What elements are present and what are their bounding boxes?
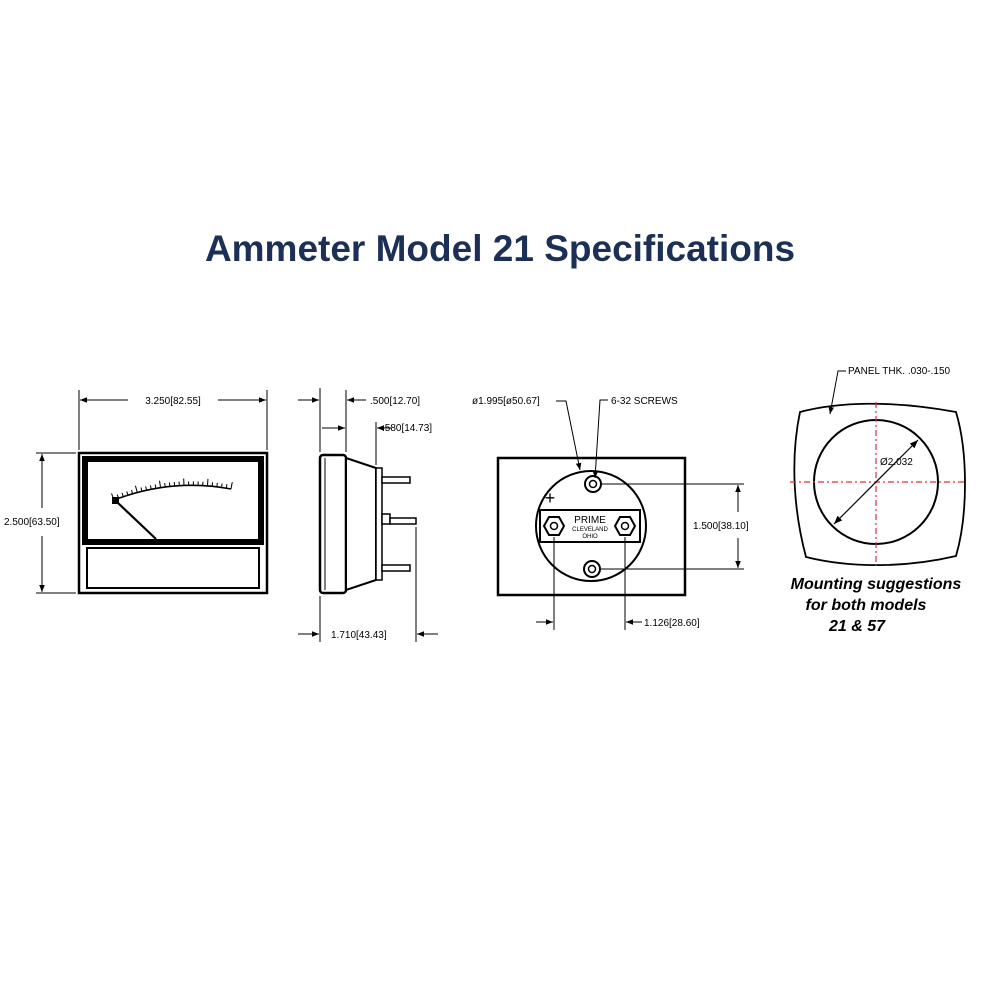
mounting-note-line: Mounting suggestions	[791, 576, 962, 593]
meter-lower-panel	[86, 547, 260, 589]
rear-circle-dim: ø1.995[ø50.67]	[472, 396, 540, 407]
scale-tick	[221, 483, 223, 488]
terminal-stud	[381, 476, 411, 484]
scale-tick	[154, 484, 157, 489]
leader-line	[592, 399, 608, 479]
brand-label: PRIME	[574, 515, 606, 526]
meter-window	[82, 456, 264, 545]
scale-tick	[140, 487, 143, 492]
page-title: Ammeter Model 21 Specifications	[204, 228, 796, 269]
side-view: .500[12.70] .580[14.73] 1.710[43.43]	[298, 388, 438, 642]
scale-tick	[130, 489, 134, 494]
screws-label: 6-32 SCREWS	[611, 396, 678, 407]
mounting-note-line: 21 & 57	[828, 618, 886, 635]
scale-tick	[230, 482, 233, 490]
panel-thickness-label: PANEL THK. .030-.150	[848, 366, 951, 377]
side-bezel	[318, 453, 348, 595]
leader-line	[556, 400, 582, 471]
scale-tick	[225, 484, 228, 489]
pointer-rest-mark	[112, 497, 119, 504]
front-width-dim: 3.250[82.55]	[145, 396, 201, 407]
terminal-stud-left	[549, 521, 559, 531]
side-depth-dim: 1.710[43.43]	[331, 630, 387, 641]
side-body	[345, 456, 377, 592]
scale-tick	[145, 486, 148, 491]
meter-needle	[117, 502, 157, 540]
meter-scale-ticks	[111, 478, 233, 501]
mounting-screw-hole	[587, 564, 597, 574]
state-label: OHIO	[582, 534, 598, 540]
scale-tick	[126, 491, 129, 496]
terminal-stud-right	[620, 521, 630, 531]
mounting-screw-hole	[588, 479, 598, 489]
rear-view: + PRIME CLEVELAND OHIO ø1.995[ø50.67] 6-…	[472, 396, 749, 630]
city-label: CLEVELAND	[572, 527, 608, 533]
mounting-view: Ø2.032 PANEL THK. .030-.150 Mounting sug…	[790, 366, 966, 635]
polarity-plus-sign: +	[545, 488, 556, 508]
center-terminal-post	[381, 513, 391, 525]
side-dim-580: .580[14.73]	[382, 423, 432, 434]
scale-tick	[121, 492, 124, 497]
side-body-plate	[375, 467, 383, 581]
scale-tick	[149, 485, 152, 490]
scale-tick	[164, 482, 166, 488]
scale-tick	[134, 485, 138, 493]
scale-tick	[206, 478, 209, 486]
scale-tick	[159, 480, 162, 488]
front-view: 3.250[82.55] 2.500[63.50]	[4, 390, 269, 595]
meter-scale-arc	[113, 484, 232, 501]
terminal-stud	[389, 517, 417, 525]
cutout-diameter-dim: Ø2.032	[880, 457, 913, 468]
terminal-stud	[381, 564, 411, 572]
side-dim-500: .500[12.70]	[370, 396, 420, 407]
diameter-line	[833, 439, 919, 525]
screw-spacing-dim: 1.500[38.10]	[693, 521, 749, 532]
terminal-spacing-dim: 1.126[28.60]	[644, 618, 700, 629]
leader-line	[828, 370, 846, 415]
mounting-note-line: for both models	[806, 597, 927, 614]
front-height-dim: 2.500[63.50]	[4, 517, 60, 528]
